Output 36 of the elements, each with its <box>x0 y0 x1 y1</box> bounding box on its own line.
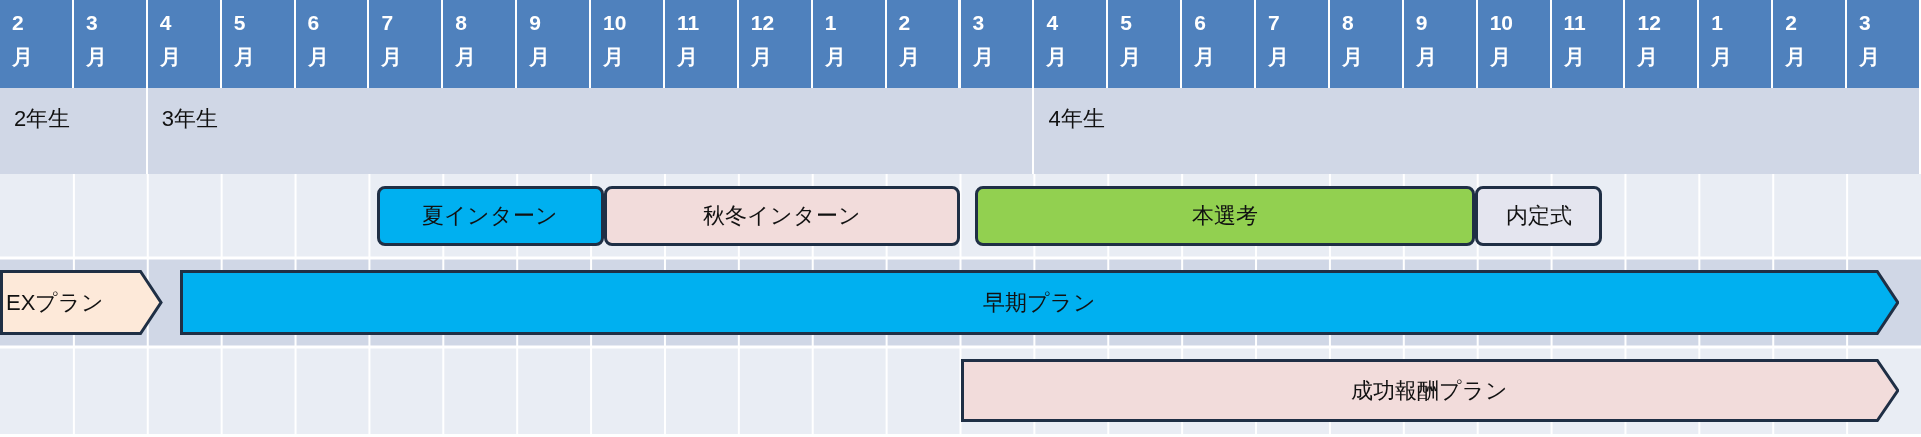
month-header-cell: 5月 <box>221 0 296 88</box>
month-header-cell: 8月 <box>443 0 518 88</box>
phase-box: 夏インターン <box>376 186 604 246</box>
month-header-cell: 11月 <box>1551 0 1626 88</box>
phase-box: 本選考 <box>975 186 1476 246</box>
month-header-cell: 4月 <box>147 0 222 88</box>
month-header-cell: 6月 <box>1182 0 1256 88</box>
month-header-cell: 7月 <box>1256 0 1330 88</box>
month-header-cell: 2月 <box>886 0 961 88</box>
month-header-cell: 9月 <box>1403 0 1478 88</box>
month-header-cell: 6月 <box>295 0 370 88</box>
month-header-cell: 12月 <box>738 0 813 88</box>
plan-label: 早期プラン <box>981 288 1097 317</box>
plan-label: EXプラン <box>5 288 106 317</box>
month-header-cell: 10月 <box>591 0 665 88</box>
month-header-cell: 4月 <box>1034 0 1109 88</box>
month-header-cell: 5月 <box>1108 0 1183 88</box>
month-header-cell: 1月 <box>1699 0 1774 88</box>
month-header-cell: 3月 <box>73 0 148 88</box>
month-header-cell: 11月 <box>664 0 739 88</box>
month-header-cell: 2月 <box>0 0 74 88</box>
plan-label: 成功報酬プラン <box>1350 376 1510 405</box>
month-header-cell: 1月 <box>812 0 887 88</box>
month-header-cell: 9月 <box>517 0 592 88</box>
month-header-cell: 7月 <box>369 0 444 88</box>
month-header-cell: 3月 <box>960 0 1035 88</box>
phase-box: 内定式 <box>1475 186 1602 246</box>
month-header-cell: 8月 <box>1329 0 1404 88</box>
month-header-cell: 2月 <box>1773 0 1848 88</box>
month-header-cell: 10月 <box>1477 0 1552 88</box>
month-header-cell: 12月 <box>1625 0 1700 88</box>
phase-box: 秋冬インターン <box>603 186 961 246</box>
grade-band: 2年生 <box>0 88 148 174</box>
grade-band: 3年生 <box>147 88 1035 174</box>
month-header-cell: 3月 <box>1847 0 1921 88</box>
grade-band: 4年生 <box>1034 88 1921 174</box>
